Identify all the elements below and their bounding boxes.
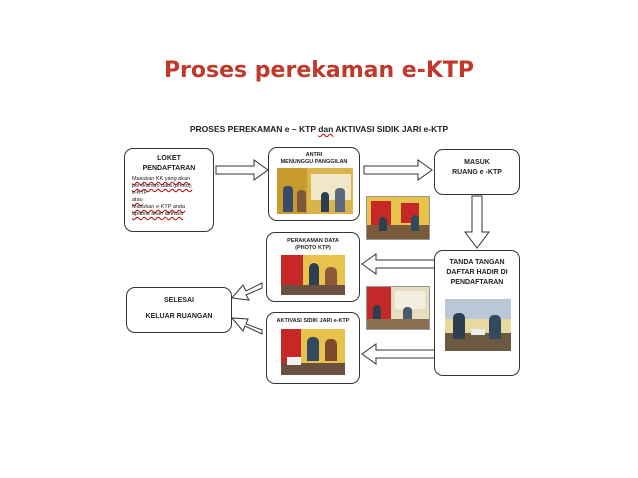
loket-note: Masukan KK yang akan perekaman data (pho… [125, 176, 213, 218]
perekaman-line2: (PHOTO KTP) [295, 245, 331, 251]
step-perekaman-data: PERAKAMAN DATA (PHOTO KTP) [266, 232, 360, 302]
step-tanda-tangan: TANDA TANGAN DAFTAR HADIR DI PENDAFTARAN [434, 250, 520, 376]
tanda-line3: PENDAFTARAN [450, 279, 504, 286]
arrow-antri-to-masuk [363, 159, 433, 181]
diagram-heading-dan: dan [318, 124, 334, 134]
antri-line2: MENUNGGU PANGGILAN [280, 159, 348, 165]
loket-line2: PENDAFTARAN [142, 165, 196, 172]
aktivasi-photo [281, 329, 345, 375]
diagram-heading-part-a: PROSES PEREKAMAN e – KTP [189, 124, 316, 134]
arrow-masuk-to-tanda [464, 195, 490, 249]
photo-pendaftaran [366, 286, 430, 330]
arrow-loket-to-antri [215, 159, 269, 181]
loket-note2: perekaman data (photo), [132, 183, 193, 189]
masuk-line1: MASUK [464, 159, 490, 166]
loket-note4: atau [132, 197, 143, 203]
step-selesai: SELESAI KELUAR RUANGAN [126, 287, 232, 333]
step-masuk-ruang: MASUK RUANG e -KTP [434, 149, 520, 195]
tanda-photo [445, 299, 511, 351]
loket-line1: LOKET [157, 155, 181, 162]
arrow-tanda-to-aktivasi [361, 343, 437, 365]
aktivasi-line1: AKTIVASI SIDIK JARI e-KTP [276, 318, 350, 324]
step-loket-pendaftaran: LOKET PENDAFTARAN Masukan KK yang akan p… [124, 148, 214, 232]
photo-ruang-ektp [366, 196, 430, 240]
arrow-tanda-to-perekaman [361, 253, 437, 275]
perekaman-photo [281, 255, 345, 295]
antri-line1: ANTRI [305, 152, 323, 158]
perekaman-line1: PERAKAMAN DATA [287, 238, 339, 244]
tanda-line2: DAFTAR HADIR DI [446, 269, 508, 276]
loket-note6: apabila akan aktivasi [132, 211, 184, 217]
diagram-heading-part-b: AKTIVASI SIDIK JARI e-KTP [335, 124, 449, 134]
arrow-aktivasi-to-selesai [230, 317, 263, 335]
selesai-line1: SELESAI [164, 297, 194, 304]
loket-note3: e-KTP [132, 190, 148, 196]
page-title: Proses perekaman e-KTP [163, 58, 475, 83]
loket-note1: Masukan KK yang akan [132, 176, 191, 182]
loket-note5: Masukan e-KTP anda [132, 204, 186, 210]
antri-photo [277, 168, 353, 214]
arrow-perekaman-to-selesai [231, 282, 263, 301]
step-aktivasi-sidik-jari: AKTIVASI SIDIK JARI e-KTP [266, 312, 360, 384]
tanda-line1: TANDA TANGAN [449, 259, 505, 266]
step-antri: ANTRI MENUNGGU PANGGILAN [268, 147, 360, 221]
masuk-line2: RUANG e -KTP [452, 169, 502, 176]
selesai-line2: KELUAR RUANGAN [145, 313, 213, 320]
diagram-heading: PROSES PEREKAMAN e – KTP dan AKTIVASI SI… [0, 124, 638, 134]
